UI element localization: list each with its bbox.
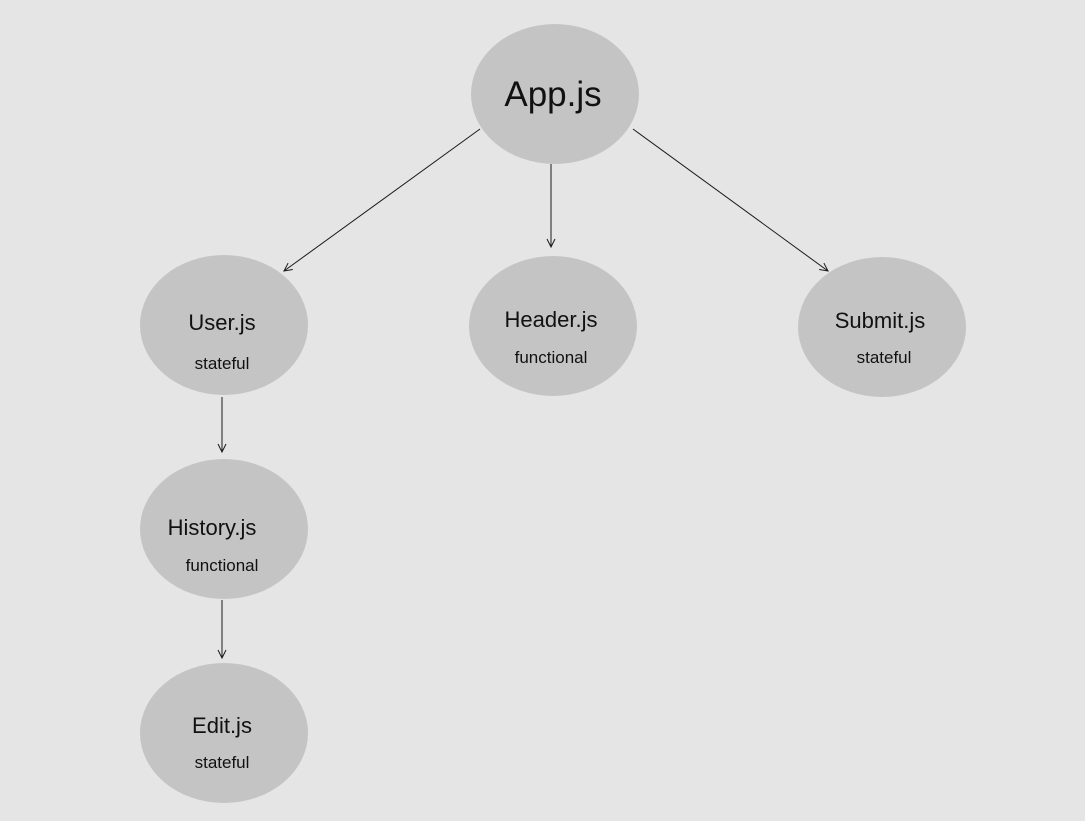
node-user-type: stateful bbox=[195, 354, 250, 373]
node-app-ellipse bbox=[471, 24, 639, 164]
node-history-type: functional bbox=[186, 556, 259, 575]
node-app: App.js bbox=[471, 24, 639, 164]
node-submit-title: Submit.js bbox=[835, 308, 925, 333]
node-edit-ellipse bbox=[140, 663, 308, 803]
node-history: History.js functional bbox=[140, 459, 308, 599]
edge-app-to-user bbox=[284, 128, 481, 271]
node-submit: Submit.js stateful bbox=[798, 257, 966, 397]
edge-app-to-submit bbox=[632, 128, 828, 271]
node-submit-type: stateful bbox=[857, 348, 912, 367]
node-header-title: Header.js bbox=[505, 307, 598, 332]
node-edit-type: stateful bbox=[195, 753, 250, 772]
node-user-title: User.js bbox=[188, 310, 255, 335]
node-user: User.js stateful bbox=[140, 255, 308, 395]
node-header: Header.js functional bbox=[469, 256, 637, 396]
node-edit-title: Edit.js bbox=[192, 713, 252, 738]
node-history-title: History.js bbox=[168, 515, 257, 540]
node-user-ellipse bbox=[140, 255, 308, 395]
node-header-ellipse bbox=[469, 256, 637, 396]
node-header-type: functional bbox=[515, 348, 588, 367]
node-app-title: App.js bbox=[504, 75, 601, 114]
node-submit-ellipse bbox=[798, 257, 966, 397]
node-history-ellipse bbox=[140, 459, 308, 599]
node-edit: Edit.js stateful bbox=[140, 663, 308, 803]
